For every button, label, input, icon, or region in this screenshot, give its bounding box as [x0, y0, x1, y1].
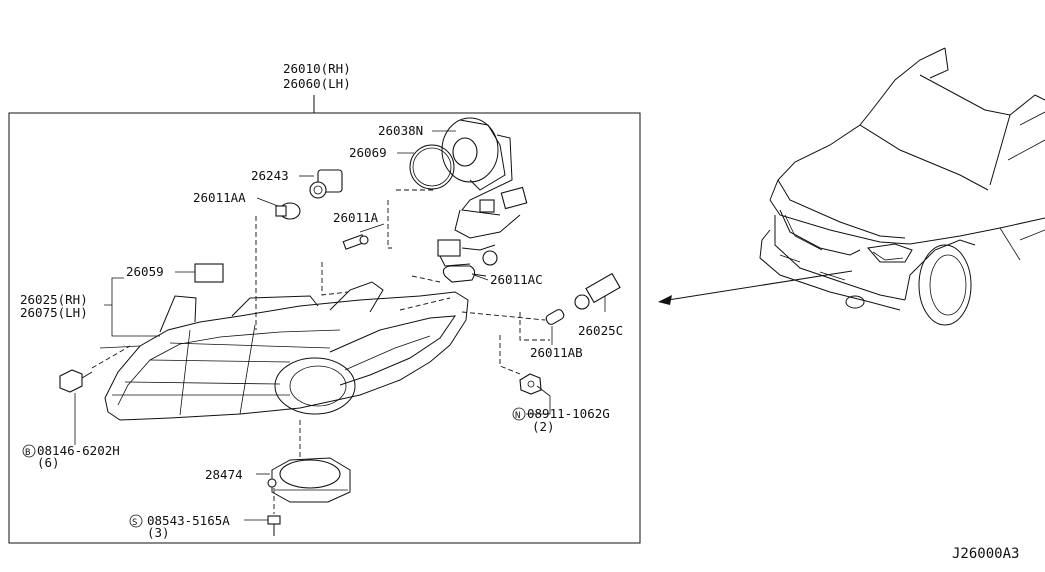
bulb-26011aa	[275, 202, 301, 220]
label-26025-rh: 26025(RH)	[20, 292, 88, 307]
screw-code-circle	[129, 514, 143, 528]
bulb-26011ac	[442, 265, 487, 283]
label-26025c: 26025C	[578, 323, 623, 338]
label-28474: 28474	[205, 467, 243, 482]
label-26038n: 26038N	[378, 123, 423, 138]
diagram-id: J26000A3	[952, 546, 1019, 562]
nut-code-circle	[512, 407, 526, 421]
socket-26025c	[574, 272, 621, 310]
label-nut-qty: (2)	[532, 419, 555, 434]
label-screw-qty: (3)	[147, 525, 170, 540]
label-26011aa: 26011AA	[193, 190, 246, 205]
harness-assembly	[437, 117, 528, 267]
bulb-26011a	[342, 234, 369, 250]
leader-lines	[74, 130, 606, 521]
label-26011a: 26011A	[333, 210, 379, 225]
label-08911: 08911-1062G	[527, 406, 610, 421]
label-08543: 08543-5165A	[147, 513, 230, 528]
label-26011ab: 26011AB	[530, 345, 583, 360]
assembly-frame	[8, 112, 641, 544]
vehicle-illustration	[759, 47, 1045, 326]
gasket-ring	[409, 144, 455, 190]
bulb-26011ab	[545, 309, 565, 325]
nut-code: N	[515, 411, 520, 421]
label-26075-lh: 26075(LH)	[20, 305, 88, 320]
label-sticker	[194, 263, 224, 283]
bolt-code-circle	[22, 444, 36, 458]
label-26011ac: 26011AC	[490, 272, 543, 287]
dashed-guides	[91, 189, 550, 514]
nut-08911	[519, 373, 542, 395]
label-26060-lh: 26060(LH)	[283, 76, 351, 91]
label-bolt-qty: (6)	[37, 455, 60, 470]
label-26059: 26059	[126, 264, 164, 279]
screw-code: S	[132, 518, 137, 528]
pointer-arrow-line	[667, 270, 853, 301]
label-08146: 08146-6202H	[37, 443, 120, 458]
label-26243: 26243	[251, 168, 289, 183]
headlamp-housing	[99, 281, 469, 421]
leveling-actuator	[267, 457, 351, 503]
bolt-08146	[59, 369, 93, 393]
label-26069: 26069	[349, 145, 387, 160]
pointer-arrowhead	[658, 295, 672, 305]
socket-26243	[309, 169, 343, 199]
screw-08543	[267, 515, 281, 536]
label-26010-rh: 26010(RH)	[283, 61, 351, 76]
bolt-code: B	[25, 448, 30, 458]
